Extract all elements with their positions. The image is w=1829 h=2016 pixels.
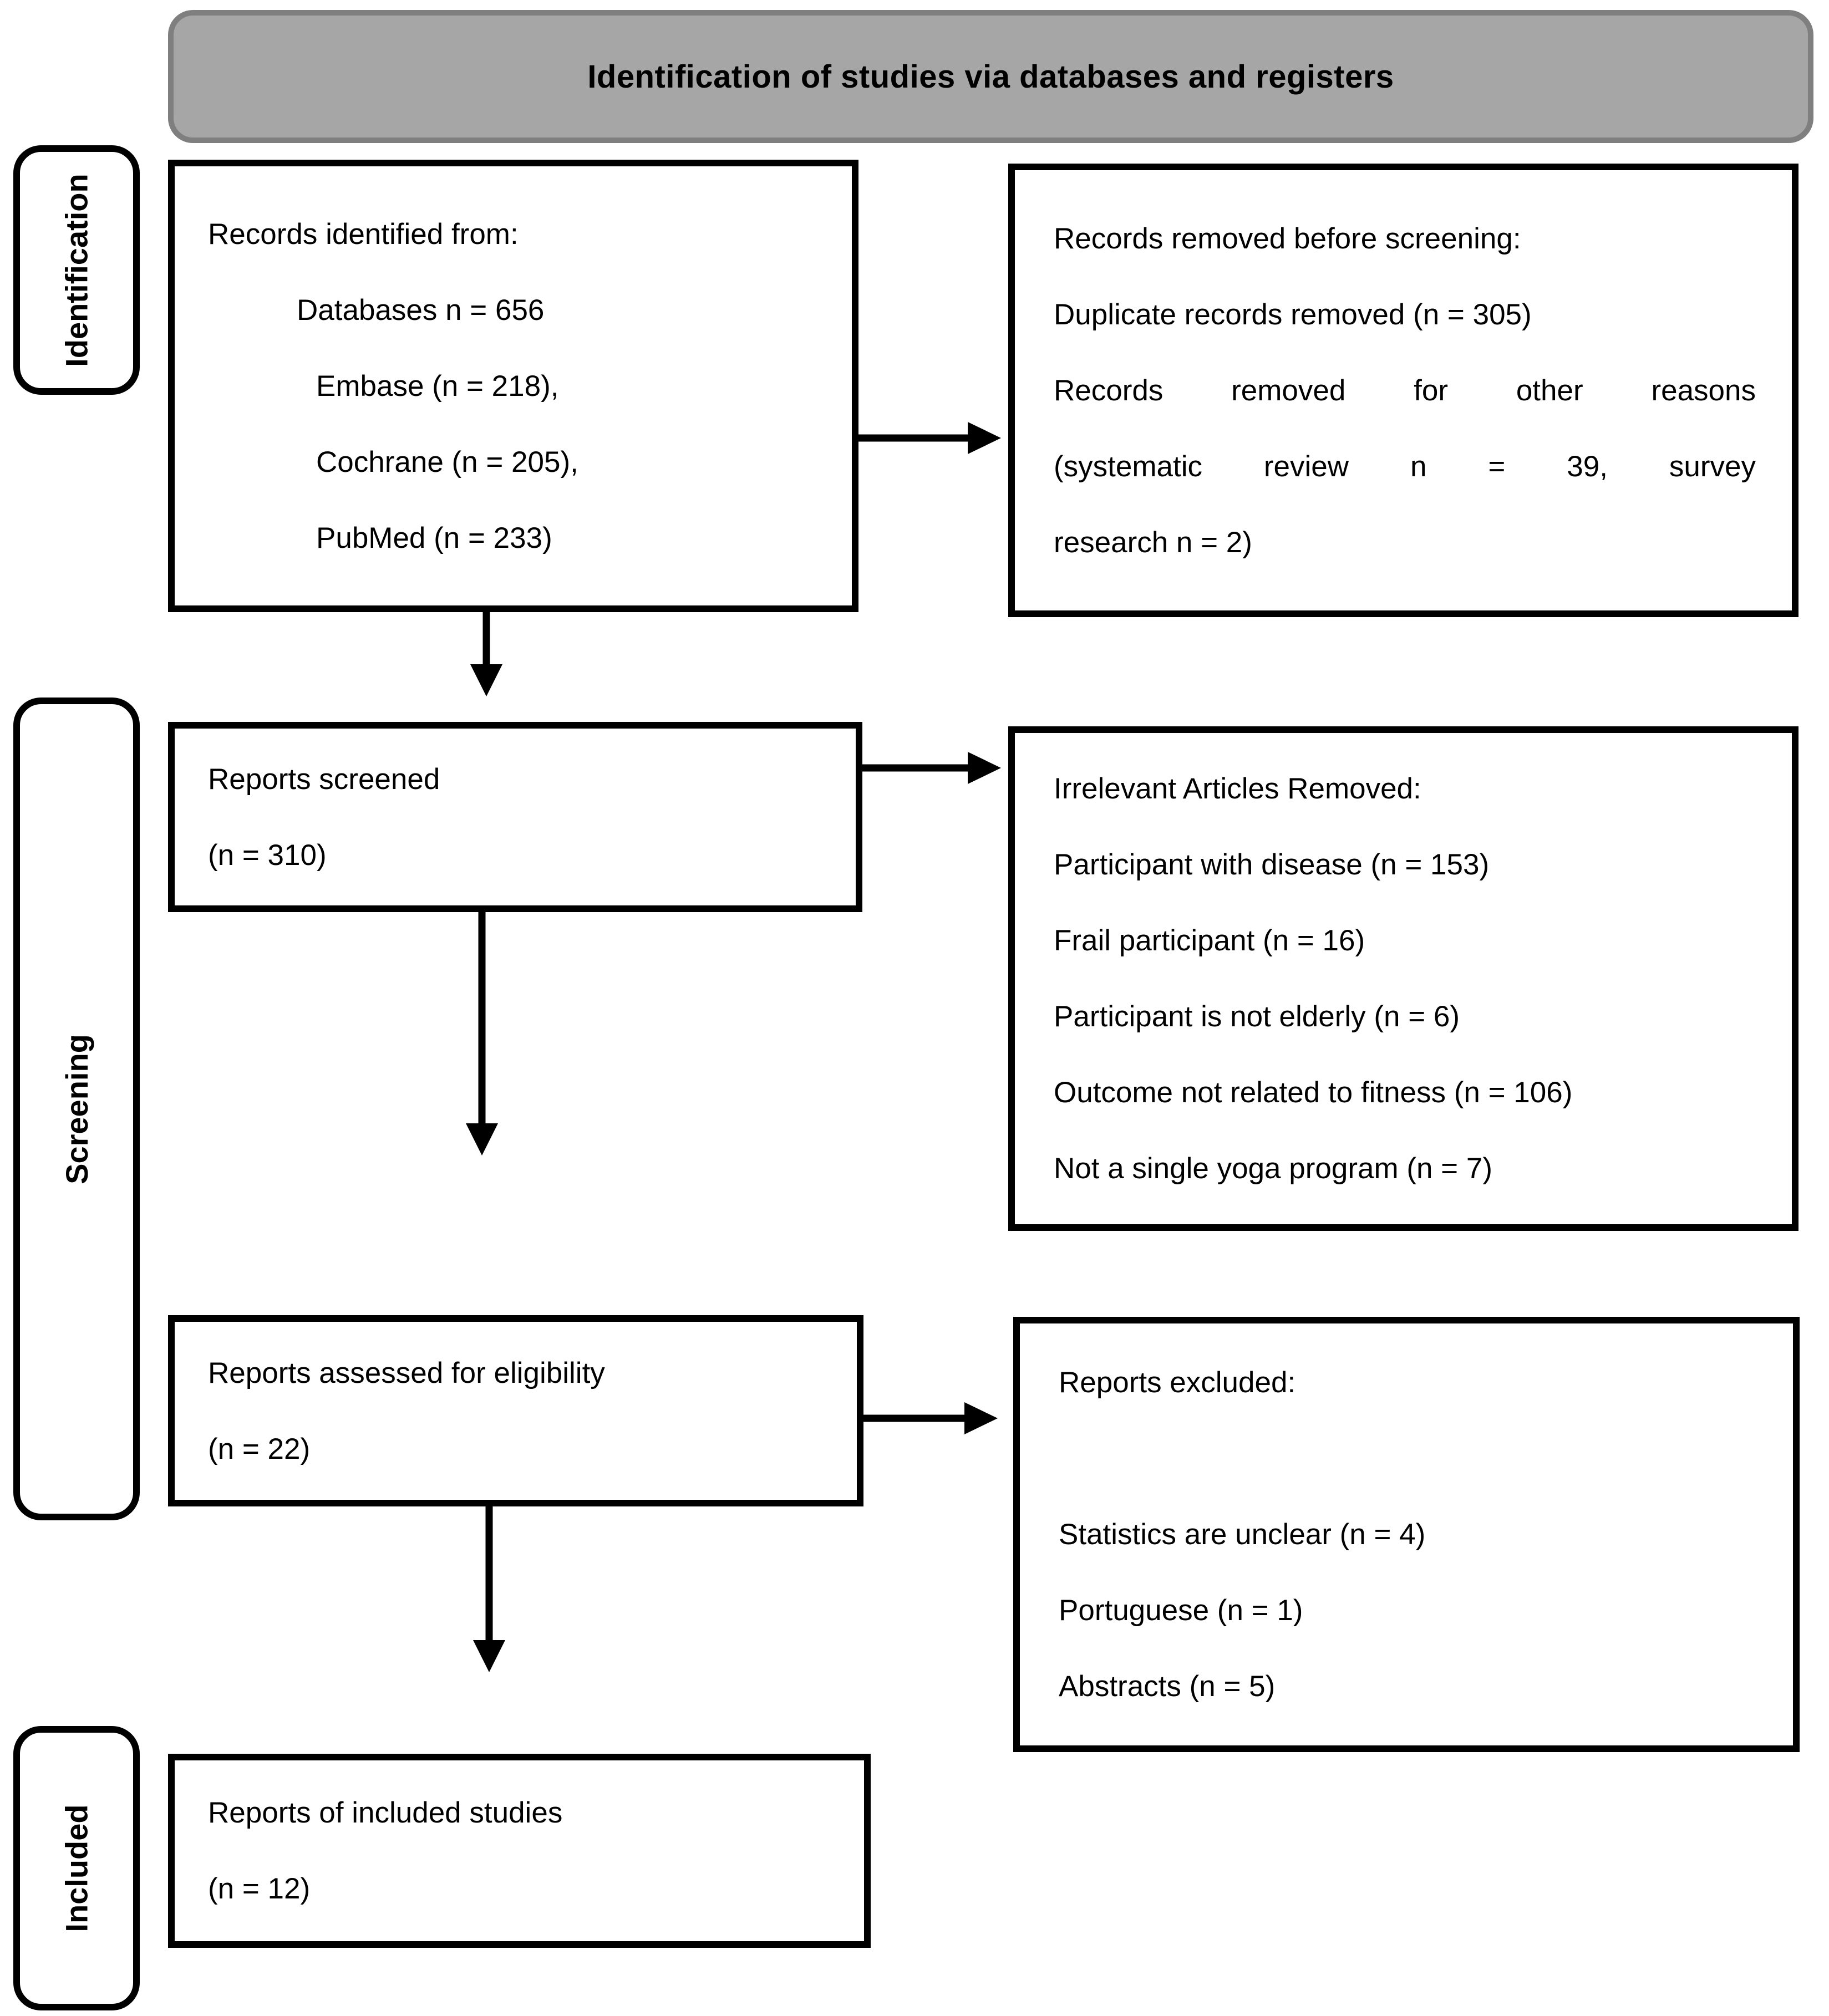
records-identified-line-4: Cochrane (n = 205),	[316, 445, 578, 478]
reports-excluded-line-2: Statistics are unclear (n = 4)	[1059, 1518, 1426, 1551]
arrow-down-icon-assessed-to-included	[473, 1506, 505, 1672]
records-removed-line-4: (systematic review n = 39, survey	[1054, 450, 1756, 483]
arrow-right-icon-screened-to-irrelevant	[862, 752, 1001, 784]
records-removed-line-2: Duplicate records removed (n = 305)	[1054, 298, 1532, 331]
diagram-title: Identification of studies via databases …	[587, 58, 1394, 95]
box-reports-included: Reports of included studies (n = 12)	[168, 1754, 871, 1948]
reports-screened-line-1: Reports screened	[208, 762, 440, 796]
stage-label-included: Included	[13, 1726, 140, 2010]
records-identified-line-3: Embase (n = 218),	[316, 369, 559, 403]
records-removed-line-1: Records removed before screening:	[1054, 222, 1521, 255]
arrow-down-icon-identified-to-screened	[470, 612, 502, 696]
irrelevant-removed-line-2: Participant with disease (n = 153)	[1054, 848, 1490, 881]
records-identified-line-1: Records identified from:	[208, 217, 519, 251]
reports-excluded-line-3: Portuguese (n = 1)	[1059, 1594, 1303, 1627]
box-reports-excluded: Reports excluded: Statistics are unclear…	[1013, 1317, 1800, 1752]
reports-excluded-line-4: Abstracts (n = 5)	[1059, 1670, 1276, 1703]
irrelevant-removed-line-3: Frail participant (n = 16)	[1054, 924, 1365, 957]
records-identified-line-2: Databases n = 656	[297, 293, 545, 327]
arrow-right-icon-identified-to-removed	[858, 422, 1001, 454]
irrelevant-removed-line-1: Irrelevant Articles Removed:	[1054, 772, 1421, 805]
reports-excluded-line-1: Reports excluded:	[1059, 1366, 1296, 1399]
reports-screened-line-2: (n = 310)	[208, 838, 327, 872]
box-records-removed: Records removed before screening: Duplic…	[1008, 164, 1798, 617]
stage-label-screening-text: Screening	[59, 1034, 94, 1184]
irrelevant-removed-line-4: Participant is not elderly (n = 6)	[1054, 1000, 1460, 1033]
stage-label-identification-text: Identification	[59, 173, 94, 367]
arrow-down-icon-screened-to-assessed	[466, 912, 498, 1155]
records-removed-line-5: research n = 2)	[1054, 526, 1252, 559]
records-removed-line-3: Records removed for other reasons	[1054, 374, 1756, 407]
arrow-right-icon-assessed-to-excluded	[863, 1402, 998, 1434]
box-reports-screened: Reports screened (n = 310)	[168, 722, 862, 912]
stage-label-included-text: Included	[59, 1804, 94, 1932]
stage-label-screening: Screening	[13, 698, 140, 1520]
reports-included-line-2: (n = 12)	[208, 1872, 311, 1905]
irrelevant-removed-line-5: Outcome not related to fitness (n = 106)	[1054, 1076, 1573, 1109]
box-irrelevant-removed: Irrelevant Articles Removed: Participant…	[1008, 726, 1798, 1231]
records-identified-line-5: PubMed (n = 233)	[316, 521, 552, 554]
reports-assessed-line-2: (n = 22)	[208, 1432, 311, 1465]
reports-assessed-line-1: Reports assessed for eligibility	[208, 1356, 605, 1389]
box-reports-assessed: Reports assessed for eligibility (n = 22…	[168, 1315, 863, 1506]
irrelevant-removed-line-6: Not a single yoga program (n = 7)	[1054, 1152, 1492, 1185]
stage-label-identification: Identification	[13, 145, 140, 395]
box-records-identified: Records identified from: Databases n = 6…	[168, 160, 858, 612]
header-banner: Identification of studies via databases …	[168, 10, 1813, 143]
reports-excluded-line-blank	[1020, 1421, 1793, 1496]
reports-included-line-1: Reports of included studies	[208, 1796, 563, 1829]
